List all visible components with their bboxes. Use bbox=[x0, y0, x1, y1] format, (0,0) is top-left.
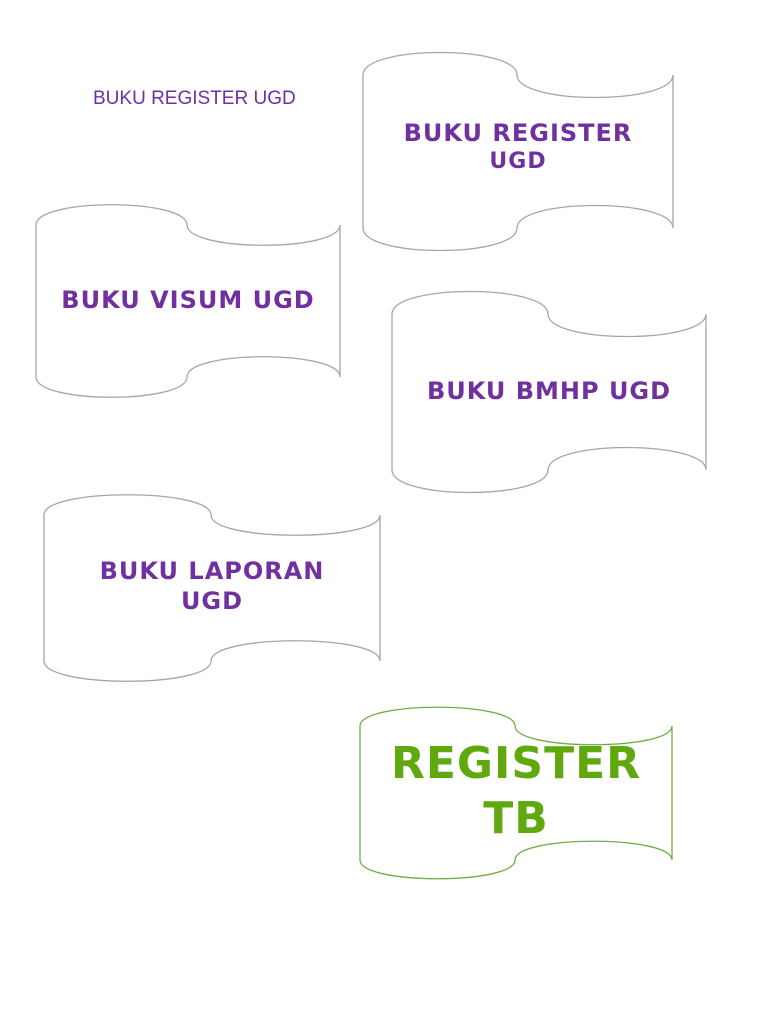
banner-label: BUKU BMHP UGD bbox=[391, 292, 707, 490]
wave-banner-shape bbox=[391, 290, 707, 494]
banner-buku-laporan-ugd: BUKU LAPORAN UGD bbox=[43, 494, 381, 682]
wave-banner-shape bbox=[362, 51, 674, 252]
wave-banner-shape bbox=[35, 204, 341, 398]
wave-banner-shape bbox=[43, 494, 381, 682]
page-title: BUKU REGISTER UGD bbox=[93, 88, 296, 109]
banner-label: BUKU LAPORAN UGD bbox=[43, 495, 381, 681]
banner-label-line1: BUKU BMHP UGD bbox=[426, 377, 672, 405]
banner-label-line1: BUKU REGISTER bbox=[403, 119, 633, 148]
wave-banner-shape bbox=[359, 706, 673, 880]
banner-label: BUKU VISUM UGD bbox=[35, 205, 341, 397]
banner-buku-visum-ugd: BUKU VISUM UGD bbox=[35, 204, 341, 398]
banner-label-line2: TB bbox=[483, 793, 549, 844]
banner-register-tb: REGISTER TB bbox=[359, 706, 673, 880]
banner-label-line1: BUKU LAPORAN bbox=[99, 557, 325, 585]
banner-label-line1: BUKU VISUM UGD bbox=[61, 286, 315, 314]
banner-label: BUKU REGISTER UGD bbox=[362, 53, 674, 249]
banner-buku-register-ugd: BUKU REGISTER UGD bbox=[362, 51, 674, 252]
banner-label-line1: REGISTER bbox=[390, 738, 642, 789]
banner-label-line2: UGD bbox=[180, 587, 244, 615]
banner-label-line2: UGD bbox=[489, 149, 547, 175]
banner-label: REGISTER TB bbox=[359, 707, 673, 879]
banner-buku-bmhp-ugd: BUKU BMHP UGD bbox=[391, 290, 707, 494]
